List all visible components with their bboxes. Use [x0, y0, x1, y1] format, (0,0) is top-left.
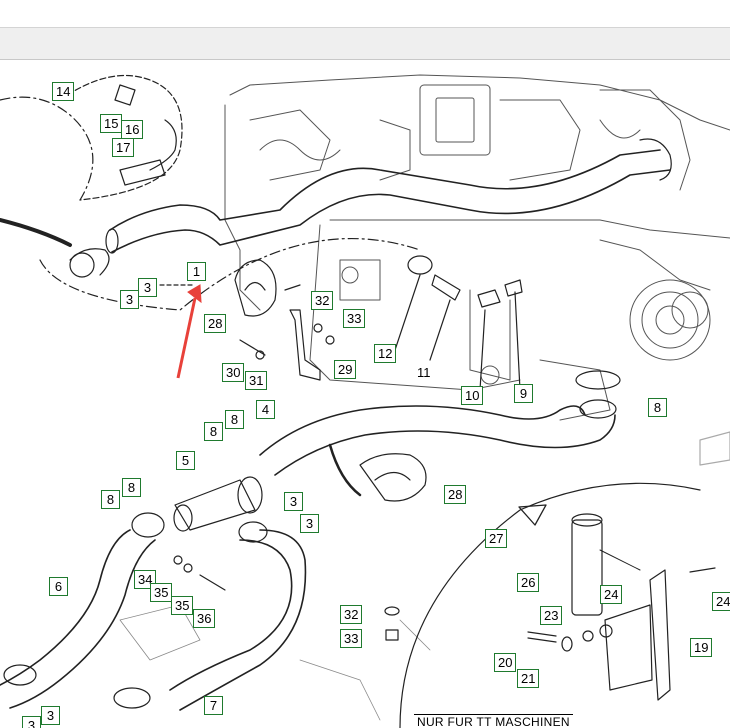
callout-23[interactable]: 23 — [540, 606, 563, 625]
callout-35[interactable]: 35 — [150, 583, 173, 602]
callout-7[interactable]: 7 — [204, 696, 223, 715]
callout-8[interactable]: 8 — [101, 490, 120, 509]
callout-26[interactable]: 26 — [517, 573, 540, 592]
callout-17[interactable]: 17 — [112, 138, 135, 157]
callout-28[interactable]: 28 — [204, 314, 227, 333]
callout-24[interactable]: 24 — [600, 585, 623, 604]
callout-19[interactable]: 19 — [690, 638, 713, 657]
callout-3[interactable]: 3 — [120, 290, 139, 309]
callout-8[interactable]: 8 — [204, 422, 223, 441]
callout-16[interactable]: 16 — [121, 120, 144, 139]
callout-3[interactable]: 3 — [22, 716, 41, 728]
callout-11[interactable]: 11 — [417, 365, 431, 380]
callout-5[interactable]: 5 — [176, 451, 195, 470]
callout-21[interactable]: 21 — [517, 669, 540, 688]
callout-32[interactable]: 32 — [311, 291, 334, 310]
callout-32[interactable]: 32 — [340, 605, 363, 624]
callout-6[interactable]: 6 — [49, 577, 68, 596]
callout-3[interactable]: 3 — [41, 706, 60, 725]
callout-1[interactable]: 1 — [187, 262, 206, 281]
callout-28[interactable]: 28 — [444, 485, 467, 504]
callout-8[interactable]: 8 — [648, 398, 667, 417]
callout-33[interactable]: 33 — [343, 309, 366, 328]
callout-3[interactable]: 3 — [300, 514, 319, 533]
callout-35[interactable]: 35 — [171, 596, 194, 615]
callout-15[interactable]: 15 — [100, 114, 123, 133]
callout-3[interactable]: 3 — [138, 278, 157, 297]
parts-diagram-canvas[interactable]: 14 15 16 17 1 3 3 28 32 33 30 31 29 12 1… — [0, 60, 730, 728]
callout-14[interactable]: 14 — [52, 82, 75, 101]
callout-33[interactable]: 33 — [340, 629, 363, 648]
callout-12[interactable]: 12 — [374, 344, 397, 363]
callout-29[interactable]: 29 — [334, 360, 357, 379]
callout-31[interactable]: 31 — [245, 371, 268, 390]
toolbar-band — [0, 27, 730, 59]
callout-30[interactable]: 30 — [222, 363, 245, 382]
callout-36[interactable]: 36 — [193, 609, 216, 628]
viewer-toolbar — [0, 0, 730, 60]
engine-block-outline — [224, 74, 730, 421]
callout-9[interactable]: 9 — [514, 384, 533, 403]
callout-8[interactable]: 8 — [122, 478, 141, 497]
callout-10[interactable]: 10 — [461, 386, 484, 405]
pointer-arrow — [176, 284, 202, 379]
callout-4[interactable]: 4 — [256, 400, 275, 419]
detail-note: NUR FUR TT MASCHINEN — [414, 714, 573, 728]
callout-20[interactable]: 20 — [494, 653, 517, 672]
callout-24[interactable]: 24 — [712, 592, 730, 611]
callout-8[interactable]: 8 — [225, 410, 244, 429]
callout-27[interactable]: 27 — [485, 529, 508, 548]
exploded-parts-drawing — [0, 74, 730, 728]
callout-3[interactable]: 3 — [284, 492, 303, 511]
